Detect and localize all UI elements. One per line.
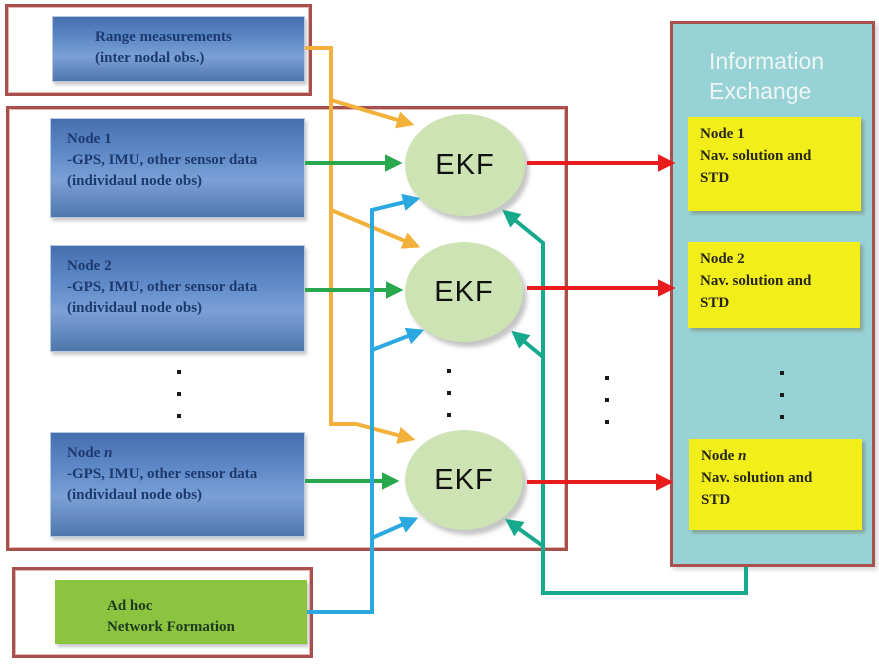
adhoc-line1: Ad hoc [107,598,153,614]
exchange-node-n-box: Node n Nav. solution and STD [689,439,862,530]
exchange-node2-line2: Nav. solution and [700,273,812,289]
information-exchange-title: Information Exchange [709,48,825,104]
node-n-line3: (individaul node obs) [67,487,203,503]
exchange-node1-line2: Nav. solution and [700,148,812,164]
node2-title: Node 2 [67,258,112,274]
node2-box: Node 2 -GPS, IMU, other sensor data (ind… [50,245,305,352]
node-n-box: Node n -GPS, IMU, other sensor data (ind… [50,432,305,537]
range-box-line1: Range measurements [95,29,232,45]
range-box-line2: (inter nodal obs.) [95,50,205,66]
ekf3-circle: EKF [405,430,523,530]
adhoc-box: Ad hoc Network Formation [55,580,307,644]
node1-box: Node 1 -GPS, IMU, other sensor data (ind… [50,118,305,218]
range-measurements-box: Range measurements (inter nodal obs.) [52,16,305,82]
ekf3-label: EKF [434,463,494,496]
node1-line3: (individaul node obs) [67,173,203,189]
exchange-node1-line3: STD [700,170,730,186]
node1-line2: -GPS, IMU, other sensor data [67,152,258,168]
node-n-line2: -GPS, IMU, other sensor data [67,466,258,482]
ellipsis-middle [605,376,609,424]
ellipsis-nodes [177,370,181,418]
ekf2-circle: EKF [405,242,523,342]
exchange-node-n-line3: STD [701,492,731,508]
exchange-node2-line3: STD [700,295,730,311]
exchange-node2-box: Node 2 Nav. solution and STD [688,242,860,328]
exchange-node-n-line2: Nav. solution and [701,470,813,486]
ellipsis-ekf [447,369,451,417]
ellipsis-exchange [780,371,784,419]
exchange-node1-title: Node 1 [700,126,745,142]
node2-line2: -GPS, IMU, other sensor data [67,279,258,295]
ekf1-circle: EKF [405,114,525,216]
exchange-node-n-title: Node n [701,448,747,464]
node1-title: Node 1 [67,131,112,147]
node-n-title: Node n [67,445,113,461]
exchange-node1-box: Node 1 Nav. solution and STD [688,117,861,211]
ekf2-label: EKF [434,275,494,308]
adhoc-line2: Network Formation [107,619,235,635]
ekf1-label: EKF [435,148,495,181]
exchange-node2-title: Node 2 [700,251,745,267]
node2-line3: (individaul node obs) [67,300,203,316]
